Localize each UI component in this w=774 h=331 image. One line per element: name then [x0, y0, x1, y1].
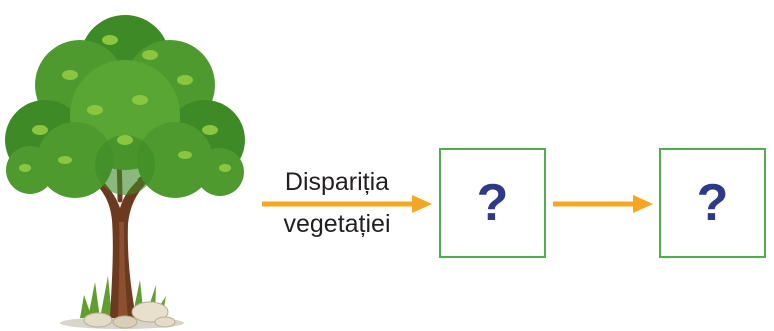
tree-foliage [5, 15, 245, 198]
question-mark-2: ? [697, 177, 729, 229]
tree-illustration [0, 0, 250, 331]
edge-label-line-1: Dispariția [262, 170, 412, 195]
edge-label-line-2: vegetației [262, 212, 412, 237]
unknown-box-2: ? [659, 148, 766, 258]
unknown-box-1: ? [439, 148, 546, 258]
question-mark-1: ? [477, 177, 509, 229]
arrow-2 [553, 192, 655, 216]
